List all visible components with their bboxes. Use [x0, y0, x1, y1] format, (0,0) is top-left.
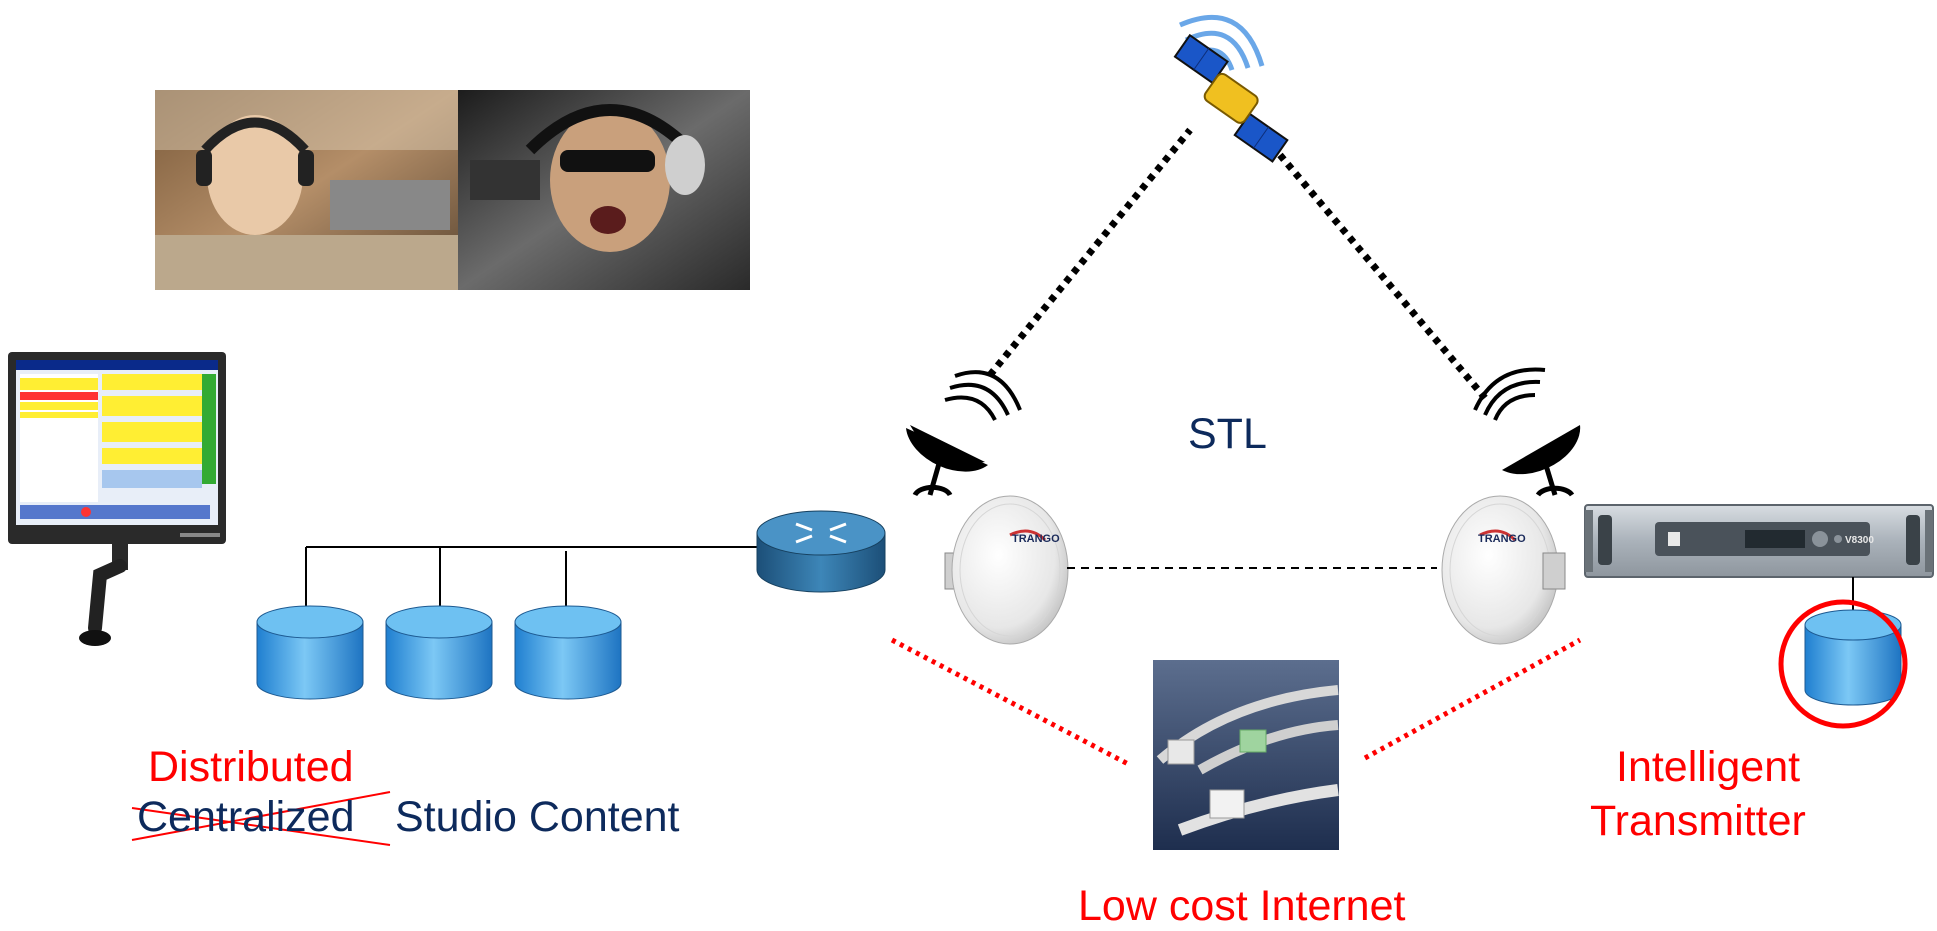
internet-link-right — [1363, 637, 1582, 761]
database-3-icon — [514, 605, 622, 700]
trango-logo-left: TRANGO — [1012, 533, 1060, 545]
low-cost-internet-label: Low cost Internet — [1078, 882, 1406, 930]
transmitter-storage-icon — [1804, 609, 1902, 706]
transmitter-rack-icon: V8300 — [1584, 504, 1934, 578]
strikeout-marks — [131, 791, 391, 846]
internet-link-left — [890, 637, 1132, 768]
dj-photo-woman — [155, 90, 458, 290]
trango-logo-right: TRANGO — [1478, 533, 1526, 545]
database-2-icon — [385, 605, 493, 700]
highlight-circle — [1778, 599, 1908, 729]
stl-label: STL — [1188, 410, 1267, 458]
microwave-dish-left-icon — [944, 495, 1069, 645]
router-icon — [756, 510, 886, 593]
ethernet-cables-photo — [1153, 660, 1339, 850]
distributed-label: Distributed — [148, 743, 354, 791]
centralized-label: Centralized — [137, 793, 355, 841]
database-1-icon — [256, 605, 364, 700]
satellite-link-left — [987, 127, 1193, 378]
satellite-link-right — [1277, 152, 1488, 401]
intelligent-label: Intelligent — [1616, 743, 1801, 791]
transmitter-label: Transmitter — [1590, 797, 1806, 845]
dj-photo-man — [458, 90, 750, 290]
uplink-dish-right-icon — [1473, 367, 1581, 497]
uplink-dish-left-icon — [906, 370, 1022, 497]
satellite-icon — [1173, 14, 1289, 163]
transmitter-model-label: V8300 — [1845, 535, 1874, 546]
studio-monitor-icon — [8, 352, 226, 646]
studio-content-label: Studio Content — [395, 793, 680, 841]
microwave-dish-right-icon — [1441, 495, 1566, 645]
